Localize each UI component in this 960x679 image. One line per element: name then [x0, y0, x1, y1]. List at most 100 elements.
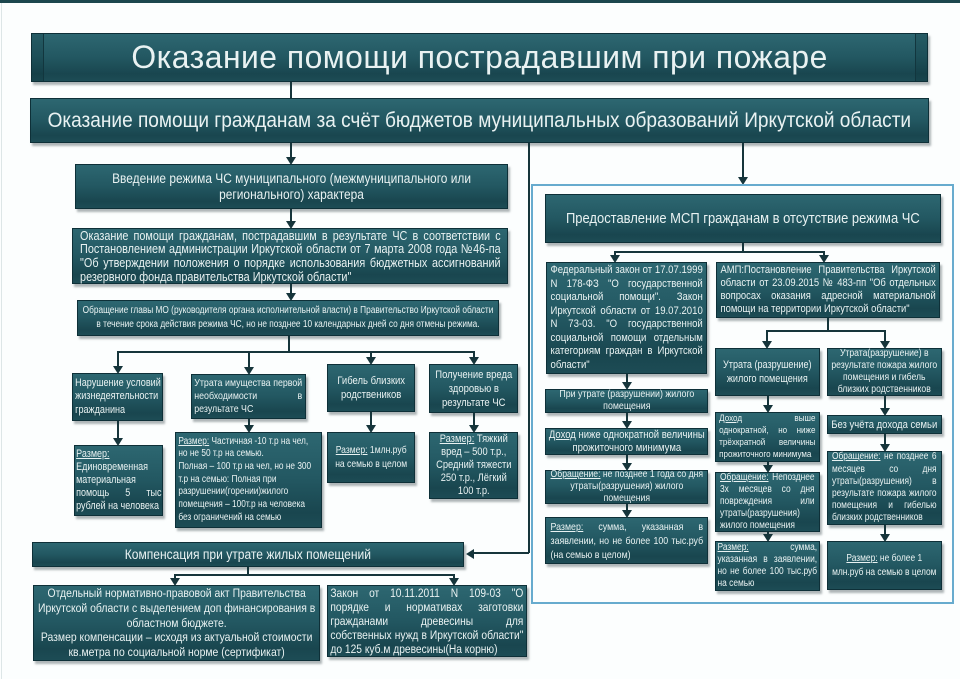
branch-health-harm-box: Получение вреда здоровью в результате ЧС	[429, 364, 518, 413]
timber-law-box: Закон от 10.11.2011 N 109-03 "О порядке …	[327, 585, 527, 657]
page-title: Оказание помощи пострадавшим при пожаре	[131, 39, 828, 75]
col3-case-box: Утрата(разрушение) в результате пожара ж…	[827, 348, 942, 396]
col1-income-box: Доход ниже однократной величины прожиточ…	[545, 428, 708, 455]
msp-header-box: Предоставление МСП гражданам в отсутстви…	[545, 194, 941, 243]
connector	[370, 351, 372, 357]
arrowhead	[762, 465, 773, 473]
arrowhead	[365, 357, 376, 365]
msp-container	[531, 184, 954, 604]
arrowhead	[169, 578, 180, 586]
connector	[174, 574, 454, 576]
timber-law-text: Закон от 10.11.2011 N 109-03 "О порядке …	[330, 586, 524, 656]
branch-property-loss-text: Утрата имущества первой необходимости в …	[194, 376, 303, 416]
col1-size-text: Размер: сумма, указанная в заявлении, но…	[550, 520, 703, 561]
amp-decree-box: АМП:Постановление Правительства Иркутско…	[716, 262, 940, 318]
arrowhead	[112, 366, 123, 374]
top-strip	[0, 0, 960, 3]
arrowhead	[621, 382, 632, 390]
title-box: Оказание помощи пострадавшим при пожаре	[31, 33, 928, 82]
size-property-text: Размер: Частичная -10 т.р на чел, но не …	[178, 435, 312, 523]
connector	[767, 462, 769, 465]
col1-size-box: Размер: сумма, указанная в заявлении, но…	[545, 517, 708, 564]
arrowhead	[243, 425, 254, 433]
arrowhead	[879, 408, 890, 416]
arrowhead	[112, 438, 123, 446]
connector-subtitle-compensation-vertical	[528, 143, 530, 553]
col3-appeal-text: Обращение: не позднее 6 месяцев со дня у…	[832, 451, 937, 524]
branch-relatives-death-text: Гибель близких родствеников	[337, 375, 405, 401]
arrowhead	[609, 255, 620, 263]
arrowhead	[621, 463, 632, 471]
branch-living-conditions-text: Нарушение условий жизнедеятельности граж…	[74, 377, 161, 416]
size-property-box: Размер: Частичная -10 т.р на чел, но не …	[175, 432, 322, 528]
branch-property-loss-box: Утрата имущества первой необходимости в …	[191, 374, 306, 419]
arrowhead	[621, 421, 632, 429]
compensation-box: Компенсация при утрате жилых помещений	[32, 542, 464, 567]
connector	[823, 251, 825, 255]
connector-subtitle-regime	[290, 143, 292, 158]
connector	[884, 434, 886, 444]
connector	[766, 330, 885, 332]
arrowhead	[761, 341, 772, 349]
arrowhead	[285, 293, 296, 301]
connector-subtitle-msp	[742, 143, 744, 177]
arrowhead	[879, 534, 890, 542]
connector-subtitle-compensation-horizontal	[473, 552, 529, 554]
federal-law-text: Федеральный закон от 17.07.1999 N 178-ФЗ…	[550, 264, 703, 371]
connector	[370, 412, 372, 425]
col2-appeal-text: Обращение: Непозднее 3х месяцев со дня п…	[720, 472, 815, 531]
appeal-mo-box: Обращение главы МО (руководителя органа …	[77, 300, 499, 336]
separate-act-box: Отдельный нормативно-правовой акт Правит…	[33, 585, 320, 661]
col3-size-text: Размер: не более 1 млн.руб на семью в це…	[832, 552, 937, 578]
connector	[248, 351, 250, 367]
col3-appeal-box: Обращение: не позднее 6 месяцев со дня у…	[827, 451, 942, 525]
col3-income-text: Без учёта дохода семьи	[831, 418, 938, 431]
connector	[626, 374, 628, 382]
connector	[117, 351, 119, 366]
size-death-box: Размер: 1млн.руб на семью в целом	[327, 432, 415, 483]
connector	[767, 396, 769, 405]
connector	[827, 318, 829, 331]
connector	[247, 567, 249, 575]
col2-case-box: Утрата (разрушение) жилого помещения	[715, 348, 820, 396]
col1-income-text: Доход ниже однократной величины прожиточ…	[548, 429, 705, 454]
connector	[626, 504, 628, 510]
col1-case-box: При утрате (разрушении) жилого помещения	[545, 388, 708, 413]
col1-appeal-box: Обращение: не позднее 1 года со дня утра…	[545, 469, 708, 504]
connector	[174, 574, 176, 579]
col1-case-text: При утрате (разрушении) жилого помещения	[559, 388, 694, 412]
connector	[614, 251, 616, 255]
col1-appeal-text: Обращение: не позднее 1 года со дня утра…	[550, 469, 703, 504]
col2-income-box: Доход выше однократной, но ниже трёхкрат…	[715, 412, 820, 462]
connector	[884, 525, 886, 534]
connector	[626, 455, 628, 463]
regime-intro-text: Введение режима ЧС муниципального (межму…	[112, 170, 471, 203]
col3-size-box: Размер: не более 1 млн.руб на семью в це…	[827, 541, 942, 590]
branch-health-harm-text: Получение вреда здоровью в результате ЧС	[434, 368, 513, 409]
branch-living-conditions-box: Нарушение условий жизнедеятельности граж…	[72, 373, 163, 421]
assistance-cs-text: Оказание помощи гражданам, пострадавшим …	[79, 227, 501, 284]
connector	[453, 574, 455, 579]
connector-split-stem	[288, 336, 290, 352]
connector	[742, 243, 744, 252]
compensation-text: Компенсация при утрате жилых помещений	[124, 547, 372, 562]
branch-relatives-death-box: Гибель близких родствеников	[327, 364, 415, 412]
subtitle-text: Оказание помощи гражданам за счёт бюджет…	[47, 108, 912, 132]
title-accent-right	[915, 34, 927, 81]
connector	[473, 351, 475, 357]
size-health-box: Размер: Тяжкий вред – 500 т.р., Средний …	[429, 432, 518, 499]
assistance-cs-box: Оказание помощи гражданам, пострадавшим …	[72, 228, 508, 284]
connector	[884, 396, 886, 408]
arrowhead	[285, 157, 296, 165]
arrowhead	[818, 255, 829, 263]
connector	[767, 532, 769, 534]
arrowhead	[468, 425, 479, 433]
size-material-help-text: Размер: Единовременная материальная помо…	[75, 448, 162, 512]
appeal-mo-text: Обращение главы МО (руководителя органа …	[82, 304, 494, 331]
subtitle-box: Оказание помощи гражданам за счёт бюджет…	[30, 98, 929, 143]
separate-act-text: Отдельный нормативно-правовой акт Правит…	[37, 586, 316, 660]
arrowhead	[365, 425, 376, 433]
connector	[117, 421, 119, 438]
arrowhead	[468, 357, 479, 365]
